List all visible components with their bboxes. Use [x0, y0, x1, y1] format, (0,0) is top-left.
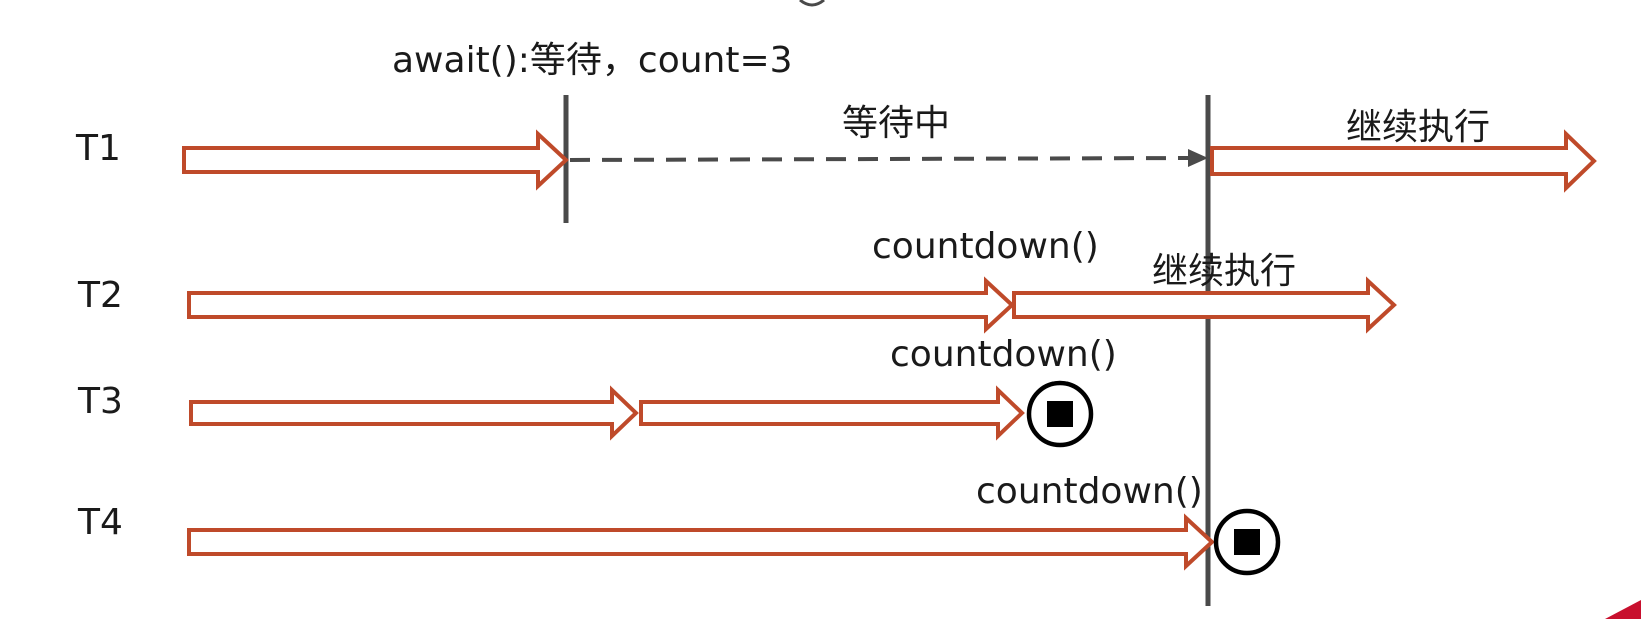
t1-waiting-dashed-line [569, 156, 1191, 162]
t1-waiting-arrowhead [1188, 149, 1208, 167]
t3-run-arrow-1 [189, 385, 639, 441]
t3-run-arrow-2 [639, 385, 1025, 441]
t2-run-arrow [187, 276, 1015, 334]
t2-countdown-label: countdown() [872, 226, 1099, 267]
corner-decoration [1605, 600, 1641, 619]
t2-continue-label: 继续执行 [1152, 251, 1296, 292]
t4-run-arrow [187, 513, 1215, 571]
t3-stop-icon [1026, 380, 1094, 448]
t1-continue-label: 继续执行 [1346, 107, 1490, 148]
t1-run-arrow [182, 129, 569, 191]
t1-continue-arrow [1210, 129, 1597, 193]
t3-countdown-label: countdown() [890, 334, 1117, 375]
t2-continue-arrow [1012, 276, 1397, 334]
thread-label-t1: T1 [75, 128, 121, 169]
await-label: await():等待，count=3 [392, 40, 793, 81]
thread-label-t2: T2 [77, 275, 123, 316]
thread-label-t4: T4 [77, 502, 123, 543]
waiting-label: 等待中 [842, 103, 950, 144]
t4-stop-icon [1213, 508, 1281, 576]
thread-label-t3: T3 [77, 381, 123, 422]
cropped-glyph [799, 0, 825, 7]
t4-countdown-label: countdown() [976, 471, 1203, 512]
